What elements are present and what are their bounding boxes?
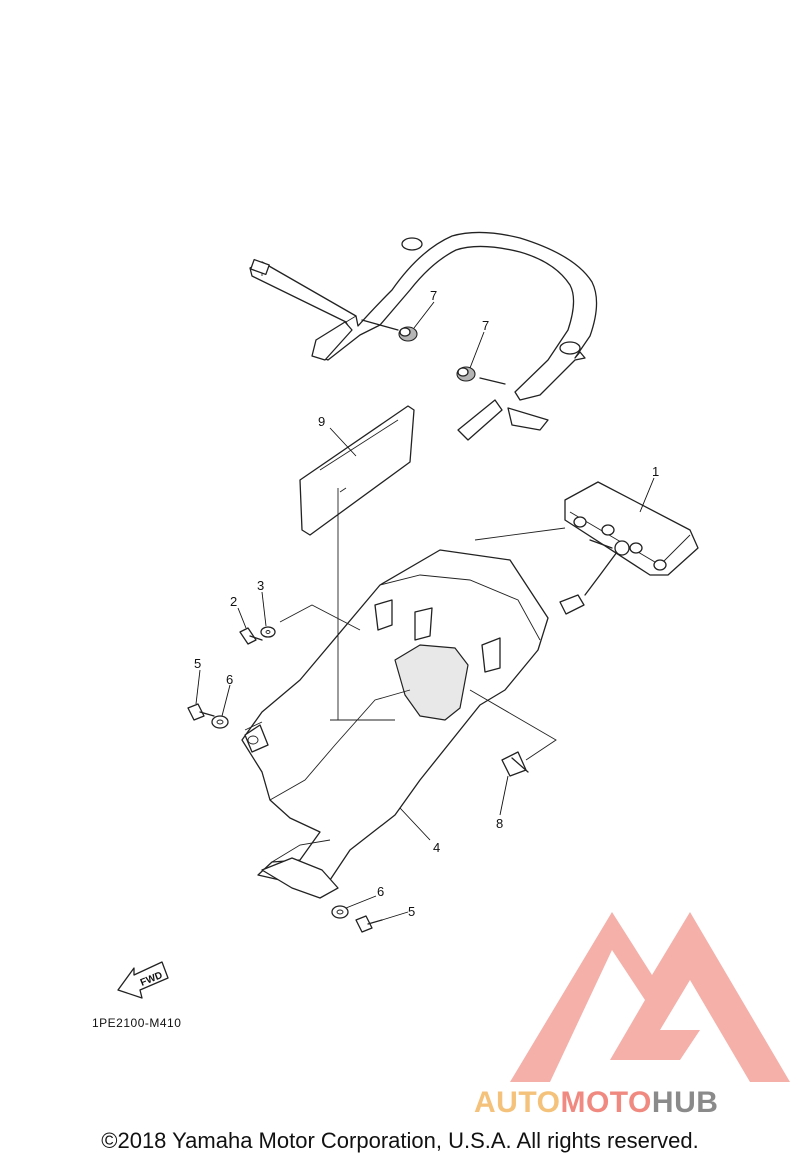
washer-icon [260, 626, 276, 638]
watermark-auto: AUTO [474, 1086, 561, 1119]
callout-6b: 6 [377, 884, 384, 899]
callout-9: 9 [318, 414, 325, 429]
callout-6a: 6 [226, 672, 233, 687]
callout-1: 1 [652, 464, 659, 479]
label-plate [299, 405, 415, 536]
rear-fender [241, 549, 549, 899]
callout-5b: 5 [408, 904, 415, 919]
callout-8: 8 [496, 816, 503, 831]
collar-icon [331, 905, 349, 919]
collar-icon [211, 715, 229, 729]
callout-7b: 7 [482, 318, 489, 333]
bolt-icon [355, 915, 383, 933]
copyright-notice: ©2018 Yamaha Motor Corporation, U.S.A. A… [101, 1128, 699, 1153]
leader-lines [195, 301, 655, 921]
callout-5a: 5 [194, 656, 201, 671]
tail-light [559, 481, 699, 615]
fwd-arrow-icon: FWD [117, 961, 169, 999]
drawing-code: 1PE2100-M410 [92, 1016, 182, 1030]
watermark-moto: MOTO [560, 1086, 652, 1119]
clamp-icon [501, 751, 529, 777]
callout-3: 3 [257, 578, 264, 593]
reference-lines [244, 488, 566, 761]
grommet-icon [398, 326, 418, 342]
grommet-icon [456, 366, 476, 382]
callout-2: 2 [230, 594, 237, 609]
grab-bar [249, 231, 598, 441]
bolt-icon [187, 703, 215, 721]
watermark-text: AUTOMOTOHUB [474, 1086, 718, 1120]
screw-icon [239, 627, 263, 645]
watermark-logo-icon [510, 912, 790, 1082]
callout-labels: 1 2 3 4 5 5 6 6 7 7 8 9 [194, 288, 659, 919]
watermark-hub: HUB [651, 1086, 719, 1119]
callout-7a: 7 [430, 288, 437, 303]
callout-4: 4 [433, 840, 440, 855]
